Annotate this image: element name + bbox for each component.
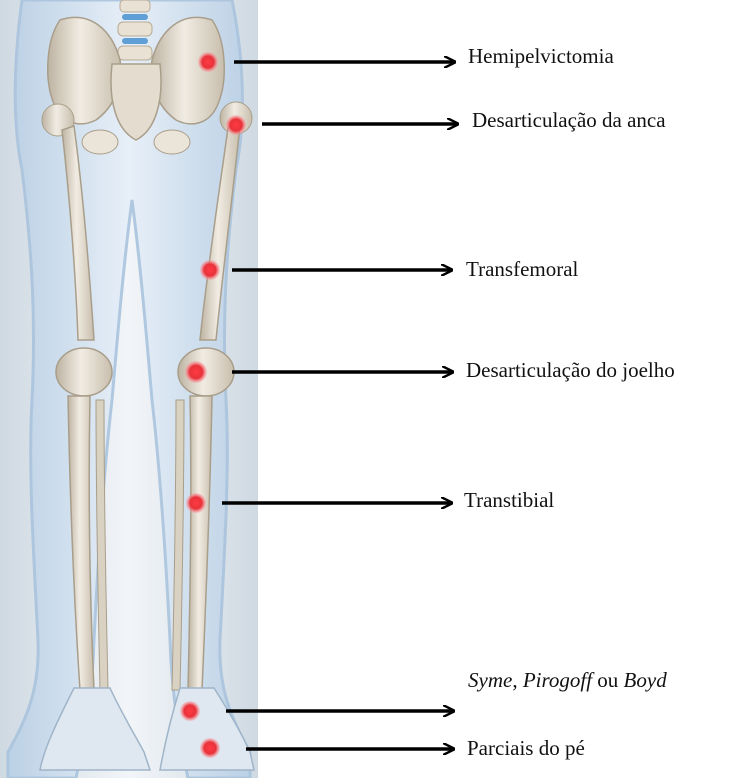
marker-parciais-pe <box>200 738 220 758</box>
marker-hemipelvictomia <box>198 52 218 72</box>
spine <box>118 0 152 60</box>
marker-desarticulacao-joelho <box>185 361 207 383</box>
label-ou-text: ou <box>592 668 624 692</box>
label-desarticulacao-da-anca: Desarticulação da anca <box>472 110 666 131</box>
label-transtibial: Transtibial <box>464 490 554 511</box>
label-hemipelvictomia: Hemipelvictomia <box>468 46 614 67</box>
label-transfemoral: Transfemoral <box>466 259 578 280</box>
label-boyd-text: Boyd <box>624 668 667 692</box>
label-parciais-do-pe: Parciais do pé <box>467 738 585 759</box>
label-pirogoff-text: Pirogoff <box>523 668 592 692</box>
marker-transtibial <box>186 493 206 513</box>
label-syme-text: Syme <box>468 668 512 692</box>
label-syme-separator: , <box>512 668 523 692</box>
marker-transfemoral <box>200 260 220 280</box>
label-desarticulacao-do-joelho: Desarticulação do joelho <box>466 360 675 381</box>
marker-desarticulacao-anca <box>226 115 246 135</box>
label-syme-pirogoff-boyd: Syme, Pirogoff ou Boyd <box>468 670 667 691</box>
marker-syme <box>180 701 200 721</box>
